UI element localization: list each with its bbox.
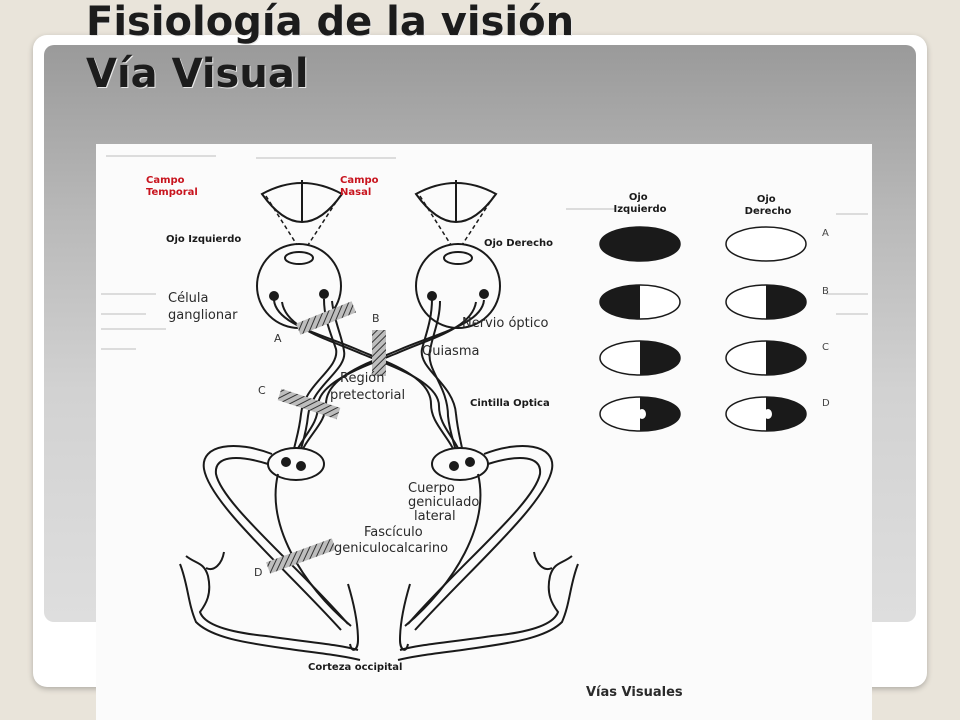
field-header-left-line2: Izquierdo [614, 204, 667, 215]
campo-nasal-label: Campo Nasal [340, 175, 382, 198]
campo-temporal-line2: Temporal [146, 187, 198, 198]
right-visual-field [414, 180, 498, 224]
field-right-d [725, 396, 807, 432]
campo-nasal-line1: Campo [340, 175, 379, 186]
lesion-marks [266, 301, 386, 574]
field-header-left: Ojo Izquierdo [614, 192, 667, 215]
lesion-mark-c [277, 388, 341, 420]
region-line1: Región [340, 371, 385, 386]
field-header-right-line2: Derecho [745, 206, 792, 217]
slide-title: Fisiología de la visión Vía Visual [86, 0, 574, 100]
cuerpo-line3: lateral [414, 509, 456, 524]
fasciculo-label: Fascículo geniculocalcarino [334, 525, 448, 556]
region-line2: pretectorial [330, 388, 405, 403]
cuerpo-geniculado-label: Cuerpo geniculado lateral [408, 481, 483, 524]
quiasma-label: Quiasma [422, 344, 479, 359]
campo-temporal-line1: Campo [146, 175, 185, 186]
right-lgn [431, 447, 489, 481]
right-eye [415, 243, 501, 329]
lesion-mark-a [295, 301, 357, 335]
lesion-mark-b [372, 330, 386, 376]
title-line-2: Vía Visual [86, 51, 309, 97]
cuerpo-line1: Cuerpo [408, 481, 455, 496]
visual-field-panel: Ojo Izquierdo Ojo Derecho A B C D [599, 192, 830, 432]
celula-line1: Célula [168, 291, 209, 306]
field-right-a [725, 226, 807, 262]
field-left-c [599, 340, 681, 376]
region-pretectorial-label: Región pretectorial [330, 371, 405, 403]
lesion-letter-b: B [372, 312, 380, 325]
field-right-b [725, 284, 807, 320]
left-visual-field [260, 180, 344, 224]
field-row-letter-b: B [822, 286, 829, 297]
fasciculo-line1: Fascículo [364, 525, 423, 540]
figure-caption: Vías Visuales [586, 685, 683, 700]
cuerpo-line2: geniculado [408, 495, 479, 510]
visual-pathway-figure: A B C D Campo Temporal Campo Nasal Ojo I… [96, 144, 872, 720]
campo-nasal-line2: Nasal [340, 187, 371, 198]
celula-ganglionar-label: Célula ganglionar [168, 291, 238, 323]
field-row-letter-d: D [822, 398, 830, 409]
field-left-a [599, 226, 681, 262]
lesion-letter-c: C [258, 384, 266, 397]
campo-temporal-label: Campo Temporal [146, 175, 198, 198]
occipital-cortex [179, 551, 579, 661]
ojo-izquierdo-label: Ojo Izquierdo [166, 234, 241, 245]
title-line-1: Fisiología de la visión [86, 0, 575, 45]
field-right-c [725, 340, 807, 376]
lesion-letter-a: A [274, 332, 282, 345]
field-rows: A B C D [599, 226, 830, 432]
lesion-mark-d [266, 538, 336, 574]
nervio-optico-label: Nervio óptico [462, 316, 549, 331]
lesion-letter-d: D [254, 566, 262, 579]
visual-pathway-diagram: A B C D Campo Temporal Campo Nasal Ojo I… [101, 155, 868, 700]
fasciculo-line2: geniculocalcarino [334, 541, 448, 556]
field-header-left-line1: Ojo [629, 192, 648, 203]
field-header-right-line1: Ojo [757, 194, 776, 205]
cintilla-optica-label: Cintilla Optica [470, 398, 550, 409]
left-eye [256, 243, 342, 329]
field-row-letter-c: C [822, 342, 829, 353]
optic-radiations [202, 445, 554, 631]
lesion-letters: A B C D [254, 312, 380, 579]
ojo-derecho-label: Ojo Derecho [484, 238, 553, 249]
scan-bleed-lines [101, 155, 868, 350]
field-left-d [599, 396, 681, 432]
field-row-letter-a: A [822, 228, 829, 239]
left-lgn [267, 447, 325, 481]
corteza-occipital-label: Corteza occipital [308, 662, 402, 673]
field-left-b [599, 284, 681, 320]
celula-line2: ganglionar [168, 308, 238, 323]
field-header-right: Ojo Derecho [745, 194, 792, 217]
